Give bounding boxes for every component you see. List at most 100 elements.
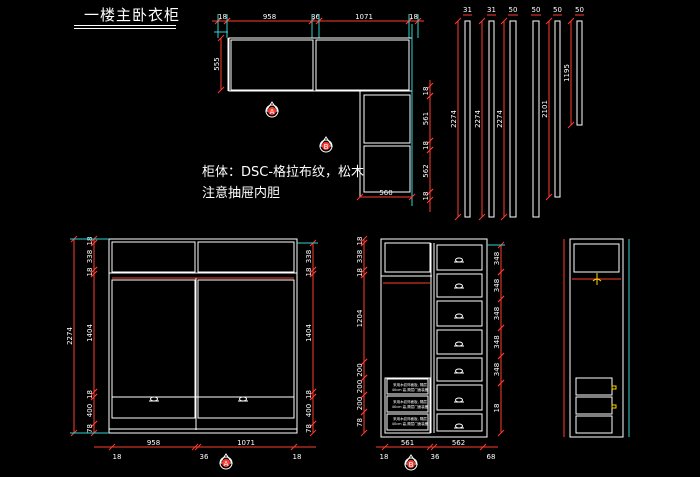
dimension-tick <box>478 213 486 221</box>
section-marker-fill <box>322 142 330 150</box>
dimension-tick <box>309 266 317 274</box>
front-width-label: 1071 <box>237 439 255 447</box>
top-width-label: 36 <box>311 13 320 21</box>
title-underline <box>74 25 176 26</box>
strip-width-label: 50 <box>575 6 584 14</box>
material-note: 柜体：DSC-格拉布纹，松木 <box>202 165 365 180</box>
interior-left-height-label: 338 <box>356 250 364 263</box>
dimension-tick <box>454 213 462 221</box>
front-right-height-label: 400 <box>305 404 313 417</box>
interior-drawer-right <box>436 413 483 432</box>
dimension-tick <box>217 34 225 42</box>
door-handle <box>455 257 463 263</box>
dimension-tick <box>360 239 368 247</box>
trim-strip <box>464 20 471 218</box>
dimension-tick <box>497 379 505 387</box>
top-bottom-label: 560 <box>379 189 392 197</box>
front-right-height-label: 1404 <box>305 324 313 342</box>
dimension-tick <box>90 266 98 274</box>
drawer-spec-label: 40cm 高,隔层门面装备 <box>392 404 429 409</box>
door-handle <box>455 368 463 374</box>
side-drawer <box>575 377 613 396</box>
interior-right-height-label: 348 <box>493 279 501 292</box>
interior-left-height-label: 200 <box>356 363 364 376</box>
interior-drawer-right <box>436 300 483 327</box>
section-marker-label: B <box>409 461 414 469</box>
front-total-height-label: 2274 <box>66 327 74 345</box>
front-left-height-label: 18 <box>86 390 94 399</box>
trim-strip <box>576 20 583 126</box>
dimension-tick <box>90 388 98 396</box>
top-width-label: 18 <box>409 13 418 21</box>
interior-right-height-label: 348 <box>493 335 501 348</box>
door-handle <box>455 397 463 403</box>
front-bottom-label: 36 <box>200 453 209 461</box>
dimension-tick <box>360 374 368 382</box>
strip-height-label: 2101 <box>541 100 549 118</box>
dimension-tick <box>309 420 317 428</box>
front-right-height-label: 338 <box>305 250 313 263</box>
dimension-tick <box>497 352 505 360</box>
section-marker-fill <box>268 107 276 115</box>
drawer-spec-label: 采用木纹饰面板, 隔层 <box>393 382 427 387</box>
door-handle <box>150 396 158 402</box>
top-width-label: 1071 <box>355 13 373 21</box>
drawer-spec-label: 采用木纹饰面板, 隔层 <box>393 399 427 404</box>
interior-left-height-label: 18 <box>356 268 364 277</box>
dimension-tick <box>360 235 368 243</box>
hanger-icon <box>592 278 602 282</box>
front-left-height-label: 18 <box>86 268 94 277</box>
dimension-tick <box>309 429 317 437</box>
side-height-label: 18 <box>422 141 430 150</box>
side-height-label: 561 <box>422 112 430 125</box>
dimension-tick <box>478 17 486 25</box>
drawer-spec-label: 40cm 高,隔层门面装备 <box>392 421 429 426</box>
dimension-tick <box>360 408 368 416</box>
dimension-tick <box>454 17 462 25</box>
side-cabinet-lower <box>363 145 411 193</box>
dimension-tick <box>309 393 317 401</box>
front-bottom-label: 18 <box>113 453 122 461</box>
side-section-outline <box>569 238 624 438</box>
dimension-tick <box>497 429 505 437</box>
interior-width-label: 562 <box>452 439 465 447</box>
interior-cabinet-outline <box>380 238 488 438</box>
dimension-tick <box>567 17 575 25</box>
drawer-note: 注意抽屉内胆 <box>202 186 281 201</box>
dimension-tick <box>360 429 368 437</box>
top-width-label: 958 <box>263 13 276 21</box>
front-top-box-right <box>197 241 295 273</box>
top-width-label: 18 <box>218 13 227 21</box>
interior-bottom-label: 36 <box>431 453 440 461</box>
drawer-spec-label: 40cm 高,隔层门面装备 <box>392 387 429 392</box>
front-bottom-label: 18 <box>293 453 302 461</box>
strip-height-label: 2274 <box>474 110 482 128</box>
drawing-title: 一楼主卧衣柜 <box>84 6 181 24</box>
interior-bottom-label: 18 <box>380 453 389 461</box>
strip-width-label: 50 <box>532 6 541 14</box>
door-handle <box>239 396 247 402</box>
drawer-spec-label: 采用木纹饰面板, 隔层 <box>393 416 427 421</box>
drawer-pull-icon <box>611 385 617 390</box>
dimension-tick <box>545 193 553 201</box>
dimension-tick <box>90 270 98 278</box>
dimension-tick <box>567 121 575 129</box>
front-cabinet-outline <box>108 238 298 434</box>
door-handle <box>455 283 463 289</box>
strip-width-label: 50 <box>553 6 562 14</box>
strip-height-label: 1195 <box>563 64 571 82</box>
trim-strip <box>554 20 561 198</box>
interior-drawer-right <box>436 329 483 355</box>
dimension-tick <box>500 17 508 25</box>
dimension-tick <box>360 391 368 399</box>
interior-drawer-right <box>436 384 483 411</box>
top-cabinet-outline <box>228 37 413 92</box>
trim-strip <box>509 20 517 218</box>
door-handle <box>455 423 463 429</box>
front-left-height-label: 18 <box>86 237 94 246</box>
interior-drawer-right <box>436 273 483 298</box>
door-handle <box>455 341 463 347</box>
section-marker-label: A <box>270 108 275 116</box>
dimension-tick <box>90 393 98 401</box>
dimension-tick <box>90 239 98 247</box>
